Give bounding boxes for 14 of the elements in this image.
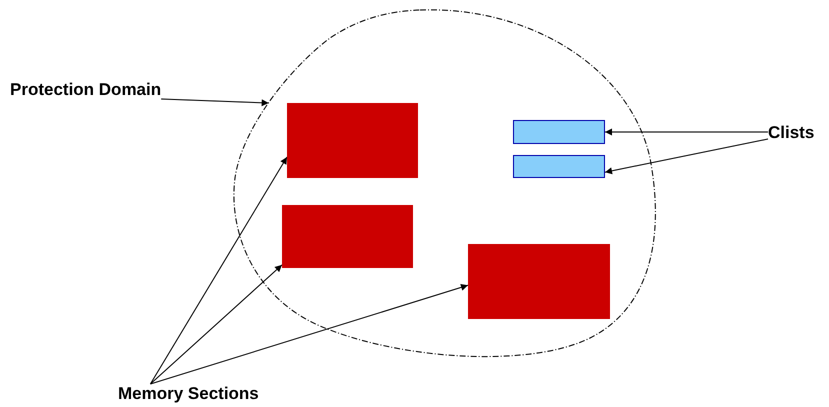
arrow (604, 138, 768, 174)
clist-block (513, 120, 605, 144)
callout-label: Memory Sections (118, 384, 259, 404)
arrow (150, 264, 282, 384)
callout-label: Protection Domain (10, 80, 162, 100)
memory-section-block (287, 103, 418, 178)
callout-label: Clists (768, 123, 814, 143)
arrow (150, 284, 468, 384)
leader-line (160, 98, 270, 106)
memory-section-block (282, 205, 413, 268)
clist-block (513, 155, 605, 178)
memory-section-block (468, 244, 610, 319)
arrow (150, 156, 288, 384)
arrow (604, 128, 768, 136)
